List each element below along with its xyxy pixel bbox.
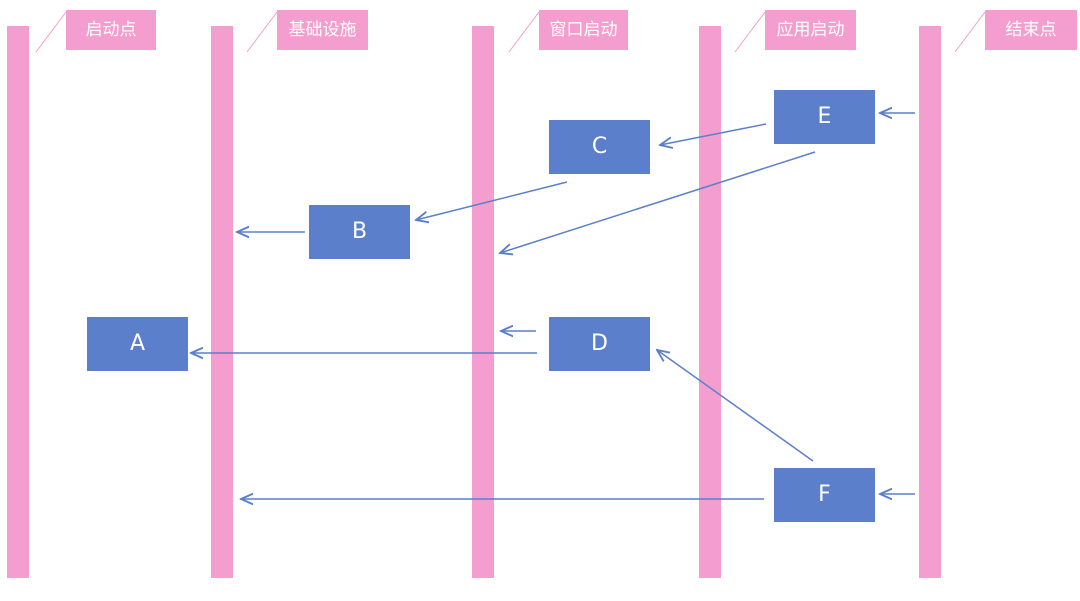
arrow-e-to-c xyxy=(660,123,767,145)
leader-end xyxy=(954,11,986,53)
leader-infra xyxy=(246,11,278,53)
lane-label-infra: 基础设施 xyxy=(277,10,368,50)
lifeline-infra xyxy=(211,26,233,578)
lifeline-end xyxy=(919,26,941,578)
node-e: E xyxy=(774,90,875,144)
node-c: C xyxy=(549,120,650,174)
leader-start xyxy=(35,11,67,53)
lane-label-app: 应用启动 xyxy=(765,10,856,50)
leader-window xyxy=(508,11,540,53)
arrow-c-to-b xyxy=(416,181,568,220)
leader-app xyxy=(734,11,766,53)
lifeline-window xyxy=(472,26,494,578)
lane-label-end: 结束点 xyxy=(985,10,1077,50)
lifeline-app xyxy=(699,26,721,578)
lifeline-start xyxy=(7,26,29,578)
node-d: D xyxy=(549,317,650,371)
node-f: F xyxy=(774,468,875,522)
lane-label-start: 启动点 xyxy=(66,10,156,50)
arrow-e-to-window xyxy=(500,151,816,253)
node-b: B xyxy=(309,205,410,259)
lane-label-window: 窗口启动 xyxy=(539,10,628,50)
arrow-f-to-d xyxy=(657,350,814,462)
label-leaders xyxy=(35,11,986,53)
node-a: A xyxy=(87,317,188,371)
